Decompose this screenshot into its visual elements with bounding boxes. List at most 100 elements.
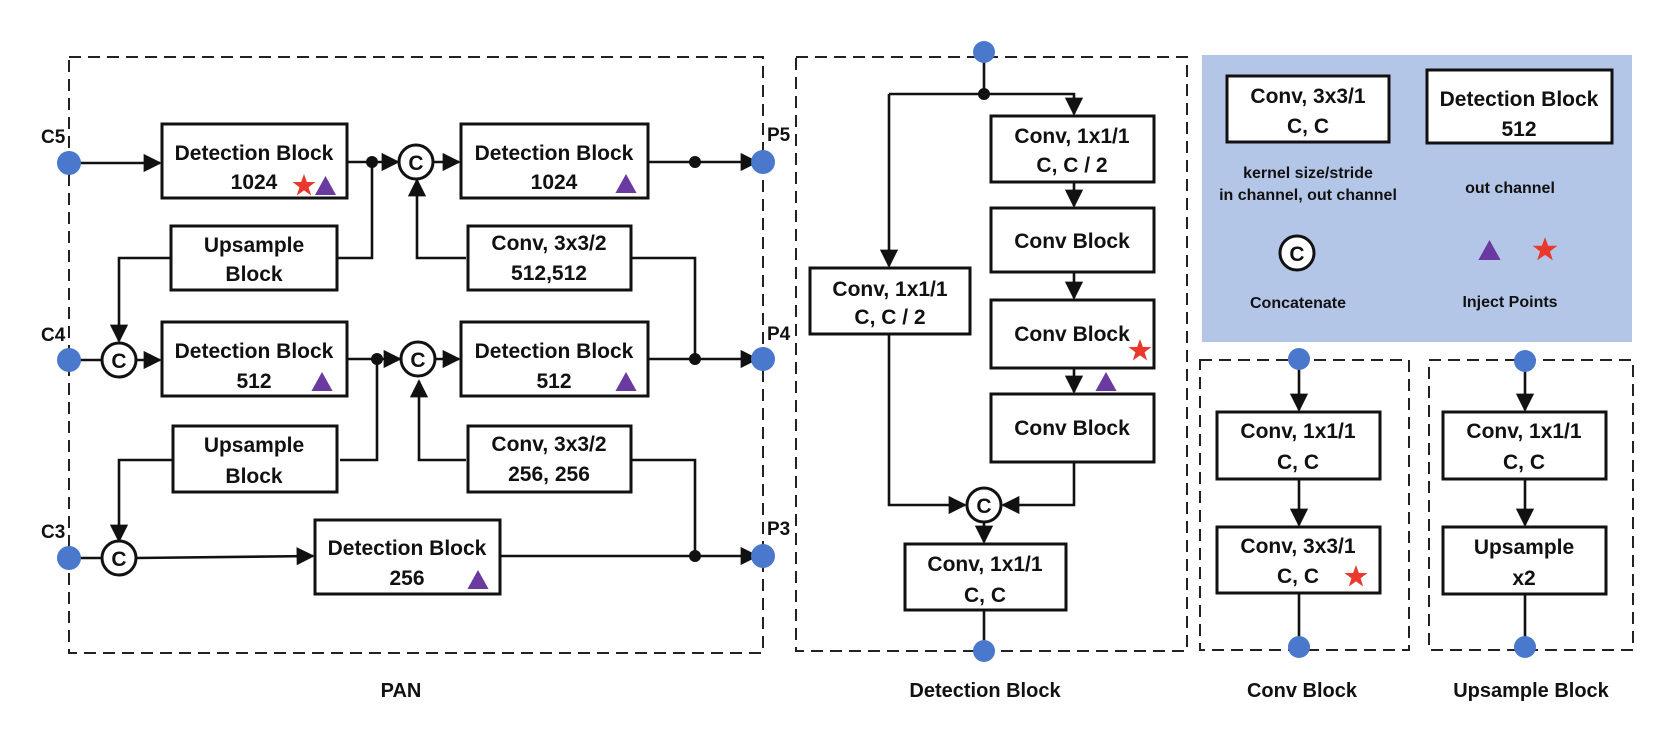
- svg-text:C, C: C, C: [1277, 451, 1319, 474]
- svg-text:Conv, 1x1/1: Conv, 1x1/1: [1466, 420, 1581, 443]
- upsample-block-panel: Conv, 1x1/1 C, C Upsample x2 Upsample Bl…: [1428, 350, 1634, 702]
- port-c5: [57, 151, 81, 175]
- junction-dot: [978, 88, 990, 100]
- port-c3: [57, 546, 81, 570]
- cb-conv-3x3: Conv, 3x3/1 C, C: [1215, 525, 1382, 595]
- svg-text:Conv, 3x3/2: Conv, 3x3/2: [491, 232, 606, 255]
- svg-text:Conv, 1x1/1: Conv, 1x1/1: [1014, 125, 1129, 148]
- junction-dot: [371, 353, 383, 365]
- junction-dot: [689, 353, 701, 365]
- svg-text:256: 256: [389, 567, 424, 590]
- upsample-block-lower: Upsample Block: [171, 424, 339, 494]
- det-conv-out: Conv, 1x1/1 C, C: [903, 542, 1068, 612]
- svg-text:Block: Block: [225, 263, 283, 286]
- port-c4: [57, 348, 81, 372]
- label-p5: P5: [767, 125, 791, 146]
- legend-conv-desc-1: kernel size/stride: [1243, 165, 1373, 182]
- svg-text:C: C: [976, 495, 991, 518]
- port-p4: [751, 347, 775, 371]
- svg-text:Conv, 3x3/1: Conv, 3x3/1: [1240, 535, 1355, 558]
- port-out: [973, 640, 995, 662]
- svg-text:Conv, 1x1/1: Conv, 1x1/1: [832, 278, 947, 301]
- svg-text:C, C: C, C: [1277, 565, 1319, 588]
- svg-text:Detection Block: Detection Block: [1440, 88, 1599, 111]
- svg-text:Conv, 3x3/2: Conv, 3x3/2: [491, 433, 606, 456]
- det-conv-top: Conv, 1x1/1 C, C / 2: [989, 114, 1156, 184]
- port-in: [1288, 348, 1310, 370]
- svg-text:Upsample: Upsample: [204, 234, 304, 257]
- svg-text:Conv, 3x3/1: Conv, 3x3/1: [1250, 85, 1365, 108]
- svg-text:x2: x2: [1512, 567, 1535, 590]
- legend-conv-desc-2: in channel, out channel: [1219, 187, 1397, 204]
- svg-text:C, C / 2: C, C / 2: [1036, 154, 1107, 177]
- svg-text:1024: 1024: [231, 171, 278, 194]
- svg-text:C: C: [408, 152, 423, 175]
- upsample-block-frame: [1428, 359, 1634, 651]
- detection-block-1024-right: Detection Block 1024: [459, 122, 650, 200]
- conv-3x3-512-block: Conv, 3x3/2 512,512: [466, 224, 633, 292]
- det-conv-block-2: Conv Block: [989, 298, 1156, 370]
- port-in: [973, 41, 995, 63]
- port-out: [1514, 636, 1536, 658]
- svg-text:512: 512: [536, 370, 571, 393]
- svg-text:Detection Block: Detection Block: [175, 340, 334, 363]
- detection-block-512-left: Detection Block 512: [160, 320, 349, 398]
- svg-text:C: C: [1289, 243, 1304, 266]
- svg-text:Conv, 1x1/1: Conv, 1x1/1: [927, 553, 1042, 576]
- label-p3: P3: [767, 519, 790, 540]
- ub-conv-1x1: Conv, 1x1/1 C, C: [1441, 410, 1608, 481]
- label-c4: C4: [41, 325, 66, 346]
- pan-panel: C C C C Detection Block 1024 Detection B…: [41, 56, 791, 702]
- svg-text:512: 512: [236, 370, 271, 393]
- det-conv-side: Conv, 1x1/1 C, C / 2: [808, 266, 972, 336]
- detection-block-panel: Conv, 1x1/1 C, C / 2 Conv Block Conv, 1x…: [795, 41, 1188, 702]
- svg-text:C, C: C, C: [1287, 115, 1329, 138]
- detection-block-1024-left: Detection Block 1024: [160, 122, 349, 200]
- svg-text:512: 512: [1501, 118, 1536, 141]
- det-conv-block-3: Conv Block: [989, 392, 1156, 464]
- label-c5: C5: [41, 127, 66, 148]
- ub-upsample-x2: Upsample x2: [1441, 525, 1608, 596]
- legend-concat-label: Concatenate: [1250, 295, 1346, 312]
- svg-text:C: C: [111, 350, 126, 373]
- junction-dot: [366, 156, 378, 168]
- port-in: [1514, 350, 1536, 372]
- svg-text:Upsample: Upsample: [1474, 536, 1574, 559]
- svg-text:Conv Block: Conv Block: [1014, 323, 1130, 346]
- caption-conv-block: Conv Block: [1247, 680, 1358, 702]
- svg-text:512,512: 512,512: [511, 262, 587, 285]
- concat-node: C: [100, 539, 138, 577]
- junction-dot: [689, 550, 701, 562]
- svg-text:Conv Block: Conv Block: [1014, 230, 1130, 253]
- port-p5: [751, 150, 775, 174]
- conv-3x3-256-block: Conv, 3x3/2 256, 256: [466, 424, 633, 494]
- svg-text:Block: Block: [225, 465, 283, 488]
- svg-text:C, C: C, C: [964, 584, 1006, 607]
- svg-text:Detection Block: Detection Block: [328, 537, 487, 560]
- upsample-block-upper: Upsample Block: [169, 224, 339, 292]
- detection-block-256: Detection Block 256: [313, 518, 502, 596]
- cb-conv-1x1: Conv, 1x1/1 C, C: [1215, 410, 1382, 481]
- svg-text:Conv, 1x1/1: Conv, 1x1/1: [1240, 420, 1355, 443]
- concat-node: C: [965, 486, 1003, 524]
- legend-conv-box: Conv, 3x3/1 C, C: [1225, 74, 1391, 144]
- svg-text:Detection Block: Detection Block: [175, 142, 334, 165]
- detection-block-512-right: Detection Block 512: [459, 320, 650, 398]
- svg-text:256, 256: 256, 256: [508, 463, 590, 486]
- legend-det-desc: out channel: [1465, 180, 1555, 197]
- concat-node: C: [399, 340, 437, 378]
- port-p3: [751, 544, 775, 568]
- svg-text:C, C: C, C: [1503, 451, 1545, 474]
- label-c3: C3: [41, 522, 65, 543]
- concat-node: C: [100, 341, 138, 379]
- svg-text:C: C: [410, 349, 425, 372]
- svg-text:Conv Block: Conv Block: [1014, 417, 1130, 440]
- svg-text:Detection Block: Detection Block: [475, 142, 634, 165]
- conv-block-panel: Conv, 1x1/1 C, C Conv, 3x3/1 C, C Conv B…: [1199, 348, 1410, 702]
- legend-panel: Conv, 3x3/1 C, C kernel size/stride in c…: [1202, 55, 1632, 342]
- det-conv-block-1: Conv Block: [989, 206, 1156, 274]
- caption-detection-block: Detection Block: [909, 680, 1061, 702]
- legend-inject-label: Inject Points: [1462, 294, 1557, 311]
- caption-pan: PAN: [381, 680, 422, 702]
